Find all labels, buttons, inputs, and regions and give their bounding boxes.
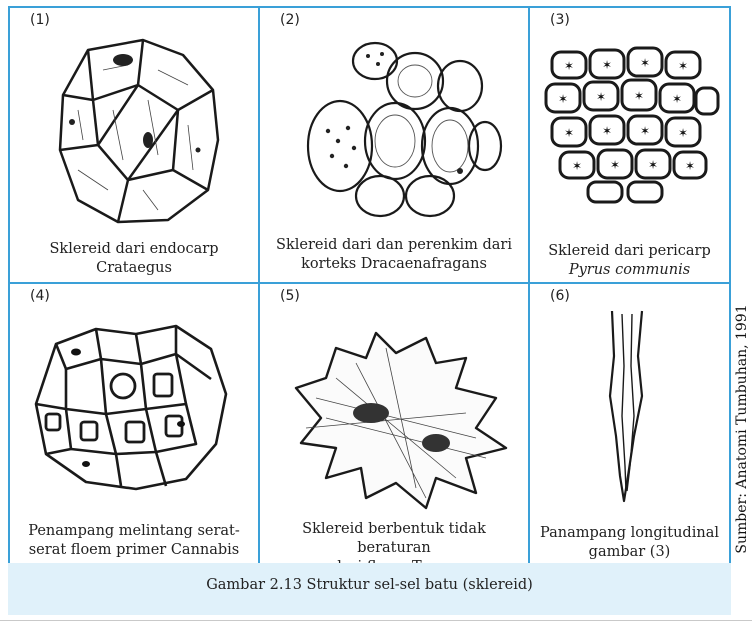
svg-text:✶: ✶ bbox=[640, 124, 650, 138]
panel-number: (1) bbox=[30, 12, 50, 28]
panel-5: (5) Sklereid berbentuk tidak beraturan d… bbox=[258, 282, 530, 575]
svg-text:✶: ✶ bbox=[558, 92, 568, 106]
panel-3: (3) bbox=[528, 6, 731, 284]
caption-line-1: Sklereid berbentuk tidak beraturan bbox=[302, 521, 486, 556]
panel-1: (1) bbox=[8, 6, 260, 284]
panel-6: (6) Panampang longitudinal gambar (3) bbox=[528, 282, 731, 569]
panel-number: (5) bbox=[280, 288, 300, 304]
svg-text:✶: ✶ bbox=[564, 126, 574, 140]
svg-text:✶: ✶ bbox=[634, 89, 644, 103]
svg-text:✶: ✶ bbox=[678, 59, 688, 73]
svg-text:✶: ✶ bbox=[685, 159, 695, 173]
panel-2: (2) bbox=[258, 6, 530, 284]
tsuga-phloem-irregular-sclereid-drawing bbox=[294, 331, 508, 510]
caption-line-1: Sklereid dari pericarp bbox=[548, 243, 711, 259]
panel-caption: Panampang longitudinal gambar (3) bbox=[534, 524, 725, 562]
caption-line-2: korteks Dracaenafragans bbox=[301, 256, 487, 272]
svg-text:✶: ✶ bbox=[610, 158, 620, 172]
panel-caption: Penampang melintang serat- serat floem p… bbox=[14, 522, 254, 560]
panel-caption: Sklereid dari dan perenkim dari korteks … bbox=[264, 236, 524, 274]
dracaena-cortex-sclereid-drawing bbox=[306, 41, 503, 218]
figure-grid: (1) bbox=[8, 6, 731, 575]
panel-caption: Sklereid dari pericarp Pyrus communis bbox=[534, 242, 725, 280]
figure-caption-bar: Gambar 2.13 Struktur sel-sel batu (skler… bbox=[8, 563, 731, 615]
svg-text:✶: ✶ bbox=[596, 90, 606, 104]
longitudinal-section-drawing bbox=[608, 310, 644, 503]
page-divider bbox=[0, 620, 752, 621]
caption-line-1: Panampang longitudinal bbox=[540, 525, 719, 541]
panel-number: (3) bbox=[550, 12, 570, 28]
figure-caption: Gambar 2.13 Struktur sel-sel batu (skler… bbox=[206, 577, 533, 593]
source-credit: Sumber: Anatomi Tumbuhan, 1991 bbox=[733, 296, 751, 562]
pyrus-pericarp-sclereid-drawing: ✶ ✶ ✶ ✶ ✶ ✶ ✶ ✶ ✶ ✶ ✶ ✶ ✶ ✶ ✶ ✶ bbox=[544, 46, 720, 204]
source-credit-text: Sumber: Anatomi Tumbuhan, 1991 bbox=[734, 304, 750, 554]
caption-line-2: gambar (3) bbox=[588, 544, 671, 560]
figure: (1) bbox=[8, 6, 731, 575]
caption-line-1: Sklereid dari endocarp bbox=[49, 241, 219, 257]
svg-text:✶: ✶ bbox=[640, 56, 650, 70]
caption-line-1: Penampang melintang serat- bbox=[28, 523, 240, 539]
panel-number: (2) bbox=[280, 12, 300, 28]
panel-number: (4) bbox=[30, 288, 50, 304]
panel-caption: Sklereid dari endocarp Crataegus bbox=[14, 240, 254, 278]
caption-line-2: serat floem primer Cannabis bbox=[28, 542, 240, 558]
svg-text:✶: ✶ bbox=[602, 124, 612, 138]
caption-line-2: Crataegus bbox=[96, 260, 172, 276]
cannabis-phloem-fiber-cross-section-drawing bbox=[34, 324, 228, 491]
caption-line-1: Sklereid dari dan perenkim dari bbox=[276, 237, 512, 253]
svg-text:✶: ✶ bbox=[672, 92, 682, 106]
panel-4: (4) bbox=[8, 282, 260, 569]
panel-number: (6) bbox=[550, 288, 570, 304]
svg-text:✶: ✶ bbox=[602, 58, 612, 72]
svg-text:✶: ✶ bbox=[678, 126, 688, 140]
crataegus-endocarp-sclereid-drawing bbox=[58, 38, 220, 224]
svg-text:✶: ✶ bbox=[564, 59, 574, 73]
svg-text:✶: ✶ bbox=[572, 159, 582, 173]
caption-line-2: Pyrus communis bbox=[568, 262, 691, 278]
svg-text:✶: ✶ bbox=[648, 158, 658, 172]
